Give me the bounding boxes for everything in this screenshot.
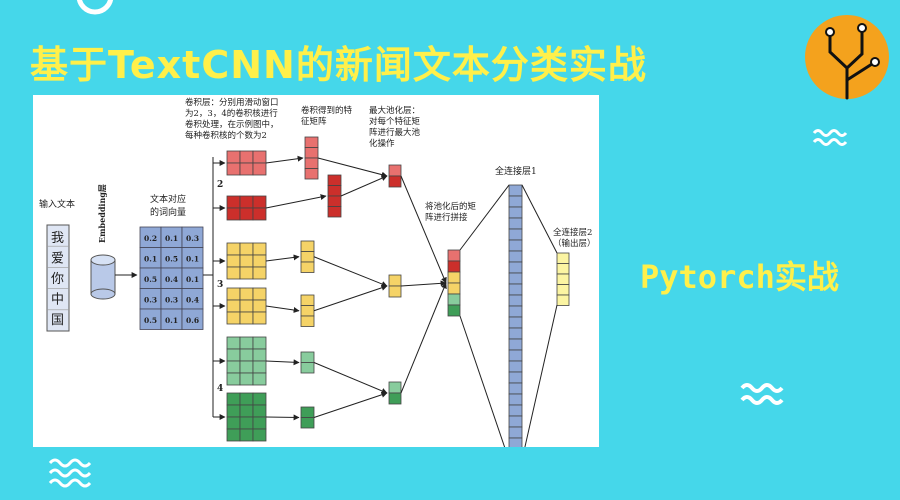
pool-output-w4 <box>388 381 402 405</box>
matrix-cell: 0.1 <box>186 255 199 264</box>
fc2-label: 全连接层2（输出层） <box>553 227 596 249</box>
conv-label-line-1: 为2，3，4的卷积核进行 <box>185 108 278 119</box>
conv-filter-w3-b <box>226 287 267 325</box>
connection-arrows <box>213 155 558 447</box>
word-vector-matrix: 0.2 0.1 0.3 0.1 0.5 0.1 0.5 0.4 0.1 0.3 0.3 0.4 0.5 0… <box>139 226 204 330</box>
pool-label-line-0: 最大池化层： <box>369 105 420 116</box>
matrix-cell: 0.4 <box>165 275 178 284</box>
matrix-cell: 0.1 <box>186 275 199 284</box>
feature-map-w2-b <box>327 174 342 218</box>
input-char: 国 <box>51 313 64 328</box>
input-char: 你 <box>51 272 64 287</box>
conv-filter-w2-b <box>226 195 267 221</box>
matrix-cell: 0.1 <box>165 234 178 243</box>
embedding-cylinder <box>90 254 116 300</box>
conv-filter-w3-a <box>226 242 267 280</box>
matrix-cell: 0.3 <box>186 234 199 243</box>
conv-label-line-0: 卷积层：分别用滑动窗口 <box>185 97 279 108</box>
conv-label-line-2: 卷积处理，在示例图中， <box>185 119 279 130</box>
feature-label-line-0: 卷积得到的特 <box>301 105 353 116</box>
matrix-cell: 0.2 <box>144 234 157 243</box>
matrix-cell: 0.3 <box>144 296 157 305</box>
wave-decoration-bottom <box>48 458 92 488</box>
feature-label-line-1: 征矩阵 <box>301 116 327 127</box>
matrix-cell: 0.5 <box>144 316 157 325</box>
pytorch-badge: Pytorch实战 <box>640 258 839 296</box>
matrix-cell: 0.6 <box>186 316 199 325</box>
feature-map-w4-a <box>300 351 315 374</box>
conv-filter-w2-a <box>226 150 267 176</box>
conv-filter-w4-a <box>226 336 267 386</box>
matrix-cell: 0.4 <box>186 296 199 305</box>
window-size-2: 2 <box>217 180 223 190</box>
conv-filter-w4-b <box>226 392 267 442</box>
concat-block <box>447 249 461 317</box>
pool-label-line-1: 对每个特征矩 <box>369 116 421 127</box>
branch-connector <box>203 157 214 417</box>
matrix-cell: 0.1 <box>144 255 157 264</box>
matrix-cell: 0.5 <box>165 255 178 264</box>
input-char: 中 <box>51 293 64 308</box>
pool-output-w2 <box>388 164 402 188</box>
feature-map-w3-b <box>300 294 315 327</box>
fc1-block <box>508 184 523 447</box>
fc2-block <box>556 252 570 306</box>
window-size-3: 3 <box>217 280 223 290</box>
input-text-label: 输入文本 <box>39 198 75 210</box>
circle-decoration <box>76 0 114 15</box>
page-title: 基于TextCNN的新闻文本分类实战 <box>30 43 647 87</box>
conv-label-line-3: 每种卷积核的个数为2 <box>185 130 267 141</box>
fc2-label-line-1: （输出层） <box>553 238 596 249</box>
feature-map-w2-a <box>304 136 319 180</box>
wordvec-label-line1: 文本对应 <box>150 193 186 205</box>
concat-label-line-1: 阵进行拼接 <box>425 212 468 223</box>
pool-label-line-3: 化操作 <box>369 138 395 149</box>
pool-output-w3 <box>388 274 402 298</box>
concatenated-vector <box>447 249 461 317</box>
conv-layer-label: 卷积层：分别用滑动窗口为2，3，4的卷积核进行卷积处理，在示例图中，每种卷积核的… <box>185 97 279 141</box>
fc2-output-vector <box>556 252 570 306</box>
wave-decoration-right <box>740 383 784 405</box>
input-char: 我 <box>51 231 64 246</box>
conv-blocks <box>226 150 267 442</box>
pool-blocks <box>388 164 402 405</box>
window-size-4: 4 <box>217 384 223 394</box>
feature-blocks <box>300 136 342 429</box>
matrix-cell: 0.3 <box>165 296 178 305</box>
embedding-label: Embedding层 <box>97 184 107 243</box>
concat-label-line-0: 将池化后的矩 <box>425 201 477 212</box>
matrix-cell: 0.5 <box>144 275 157 284</box>
matrix-cell: 0.1 <box>165 316 178 325</box>
feature-map-w3-a <box>300 240 315 273</box>
fc2-label-line-0: 全连接层2 <box>553 227 592 238</box>
fc1-label: 全连接层1 <box>495 165 537 177</box>
wave-decoration-top <box>812 129 848 146</box>
fc1-vector <box>508 184 523 447</box>
pool-label-line-2: 阵进行最大池 <box>369 127 421 138</box>
circuit-logo <box>805 15 889 100</box>
feature-map-w4-b <box>300 406 315 429</box>
input-char: 爱 <box>51 252 64 267</box>
wordvec-label-line2: 的词向量 <box>150 206 186 218</box>
